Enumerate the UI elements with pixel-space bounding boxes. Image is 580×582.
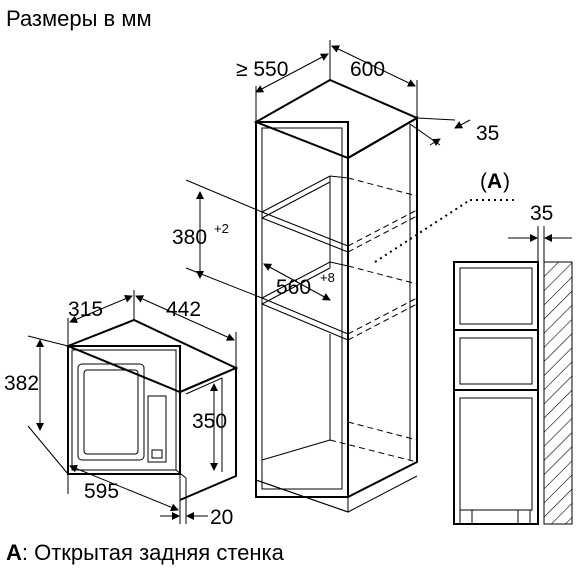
dim-mw-depth: 315	[67, 290, 135, 346]
label-mw-depth: 315	[68, 298, 103, 321]
dim-mw-width: 595	[67, 464, 181, 524]
dim-mw-height: 382	[4, 335, 69, 475]
label-mw-body-height: 350	[192, 410, 227, 433]
dim-mw-frame: 20	[160, 478, 233, 529]
label-niche-width: 560	[276, 276, 311, 299]
dim-cabinet-depth: ≥ 550	[236, 53, 329, 122]
label-cabinet-width: 600	[350, 58, 385, 81]
dim-mw-body-depth: 442	[135, 295, 237, 368]
tall-cabinet	[253, 78, 420, 513]
footer-letter: A	[6, 540, 22, 565]
callout-open-back: ( A )	[374, 170, 515, 263]
callout-paren-open: (	[480, 170, 487, 193]
dim-niche-height: 380 +2	[172, 179, 263, 299]
label-mw-body-depth: 442	[166, 298, 201, 321]
label-back-gap: 35	[476, 122, 499, 145]
label-niche-height: 380	[172, 226, 207, 249]
label-mw-height: 382	[4, 372, 39, 395]
dim-niche-width: 560 +8	[263, 263, 335, 301]
label-niche-width-tolerance: +8	[320, 270, 335, 285]
label-niche-height-tolerance: +2	[214, 221, 229, 236]
label-mw-width: 595	[84, 480, 119, 503]
dim-mw-body-height: 350	[192, 383, 227, 471]
side-section-view: 35	[453, 202, 573, 525]
dim-cabinet-width: 600	[329, 40, 418, 118]
callout-paren-close: )	[503, 170, 510, 193]
diagram-title: Размеры в мм	[6, 6, 152, 31]
footer-text: : Открытая задняя стенка	[21, 540, 284, 565]
label-side-gap: 35	[530, 202, 553, 225]
label-cabinet-depth: ≥ 550	[236, 58, 288, 81]
label-mw-frame: 20	[210, 506, 233, 529]
footer-note: A: Открытая задняя стенка	[6, 540, 284, 566]
callout-letter: A	[487, 170, 502, 193]
dim-back-gap: 35	[409, 117, 499, 147]
